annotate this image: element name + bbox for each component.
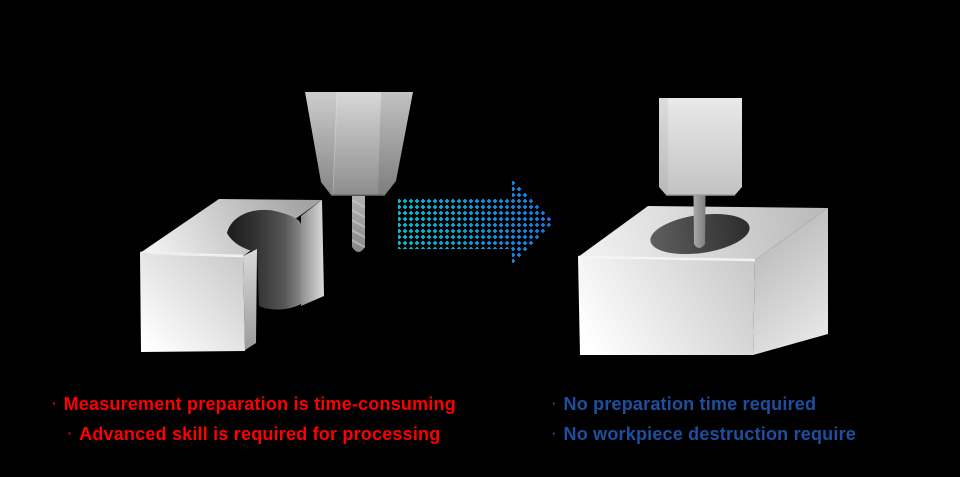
bullet-icon: ·	[552, 426, 557, 441]
intact-workpiece-front-face	[578, 257, 755, 355]
cut-workpiece-edge-highlight	[139, 251, 244, 258]
left-caption-line-1: · Measurement preparation is time-consumi…	[38, 389, 470, 419]
probe-left-facet-line	[332, 91, 338, 196]
right-caption: · No preparation time required · No workpi…	[552, 389, 856, 449]
probe-right-body	[659, 98, 742, 195]
probe-left-facet-right	[378, 92, 413, 195]
cut-workpiece-bore	[227, 209, 302, 310]
intact-workpiece-side-face	[753, 208, 828, 355]
cut-workpiece	[139, 199, 324, 352]
bullet-icon: ·	[552, 396, 557, 411]
intact-workpiece-edge-highlight	[577, 255, 756, 262]
cut-workpiece-cut-strip	[243, 249, 257, 350]
left-caption-text-2: Advanced skill is required for processin…	[79, 424, 441, 444]
probe-left-shaft-hatch	[352, 197, 365, 251]
cut-workpiece-section-face	[301, 200, 324, 306]
left-caption-line-2: · Advanced skill is required for processi…	[38, 419, 470, 449]
probe-tool-right	[659, 98, 742, 196]
left-caption: · Measurement preparation is time-consumi…	[38, 389, 470, 449]
cut-workpiece-front-face	[140, 254, 245, 352]
bullet-icon: ·	[52, 396, 57, 411]
right-caption-line-1: · No preparation time required	[552, 389, 856, 419]
transform-arrow	[398, 179, 554, 265]
left-caption-text-1: Measurement preparation is time-consumin…	[63, 394, 456, 414]
right-caption-line-2: · No workpiece destruction require	[552, 419, 856, 449]
bullet-icon: ·	[67, 426, 73, 441]
probe-right-body-shade	[659, 98, 668, 195]
right-caption-text-2: No workpiece destruction require	[563, 424, 856, 444]
probe-left-facet-left	[305, 92, 337, 195]
probe-tool-left	[305, 91, 413, 252]
intact-workpiece	[577, 150, 828, 355]
right-caption-text-1: No preparation time required	[563, 394, 817, 414]
probe-left-body	[305, 92, 413, 195]
transform-arrow-shape	[398, 179, 554, 265]
